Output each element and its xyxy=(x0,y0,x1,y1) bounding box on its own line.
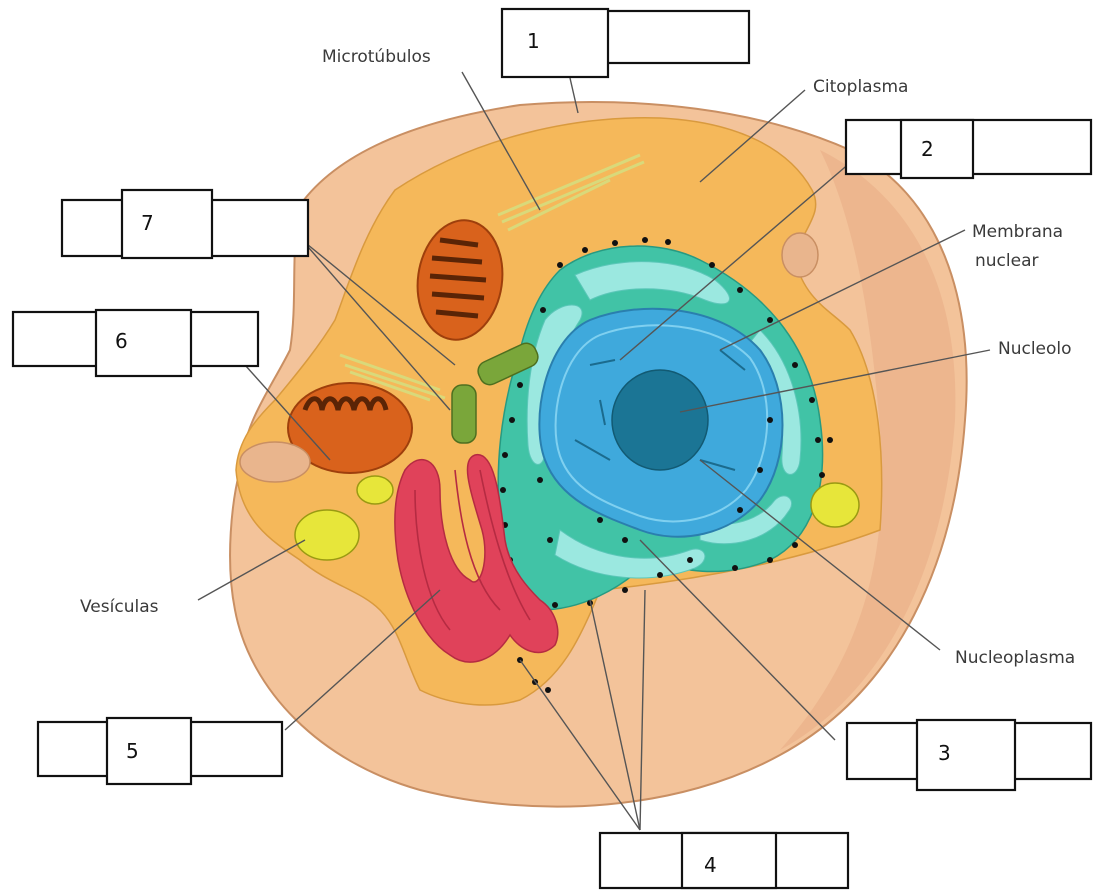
centriole-vertical xyxy=(452,385,476,443)
answer-box-3-number: 3 xyxy=(938,741,951,765)
label-nucleolo: Nucleolo xyxy=(998,339,1072,359)
membrane-fold xyxy=(240,442,310,482)
answer-box-6-number: 6 xyxy=(115,329,128,353)
answer-box-4-number: 4 xyxy=(704,853,717,877)
answer-box-5-number: 5 xyxy=(126,739,139,763)
vesicle-2 xyxy=(357,476,393,504)
label-membrana-nuclear-line2: nuclear xyxy=(975,251,1038,271)
answer-box-1-number: 1 xyxy=(527,29,540,53)
label-vesiculas: Vesículas xyxy=(80,597,159,617)
answer-box-4[interactable]: 4 xyxy=(600,833,848,888)
label-microtubulos: Microtúbulos xyxy=(322,47,431,67)
label-nucleoplasma: Nucleoplasma xyxy=(955,648,1075,668)
answer-box-5[interactable]: 5 xyxy=(38,718,282,784)
answer-box-2[interactable]: 2 xyxy=(846,120,1091,178)
answer-box-1[interactable]: 1 xyxy=(502,9,749,77)
vesicle-1 xyxy=(295,510,359,560)
vesicle-3 xyxy=(811,483,859,527)
answer-box-7-number: 7 xyxy=(141,211,154,235)
label-membrana-nuclear-line1: Membrana xyxy=(972,222,1063,242)
answer-box-3[interactable]: 3 xyxy=(847,720,1091,790)
membrane-fold-right xyxy=(782,233,818,277)
label-citoplasma: Citoplasma xyxy=(813,77,908,97)
answer-box-2-number: 2 xyxy=(921,137,934,161)
nucleolus xyxy=(612,370,708,470)
answer-box-7[interactable]: 7 xyxy=(62,190,308,258)
answer-box-6[interactable]: 6 xyxy=(13,310,258,376)
